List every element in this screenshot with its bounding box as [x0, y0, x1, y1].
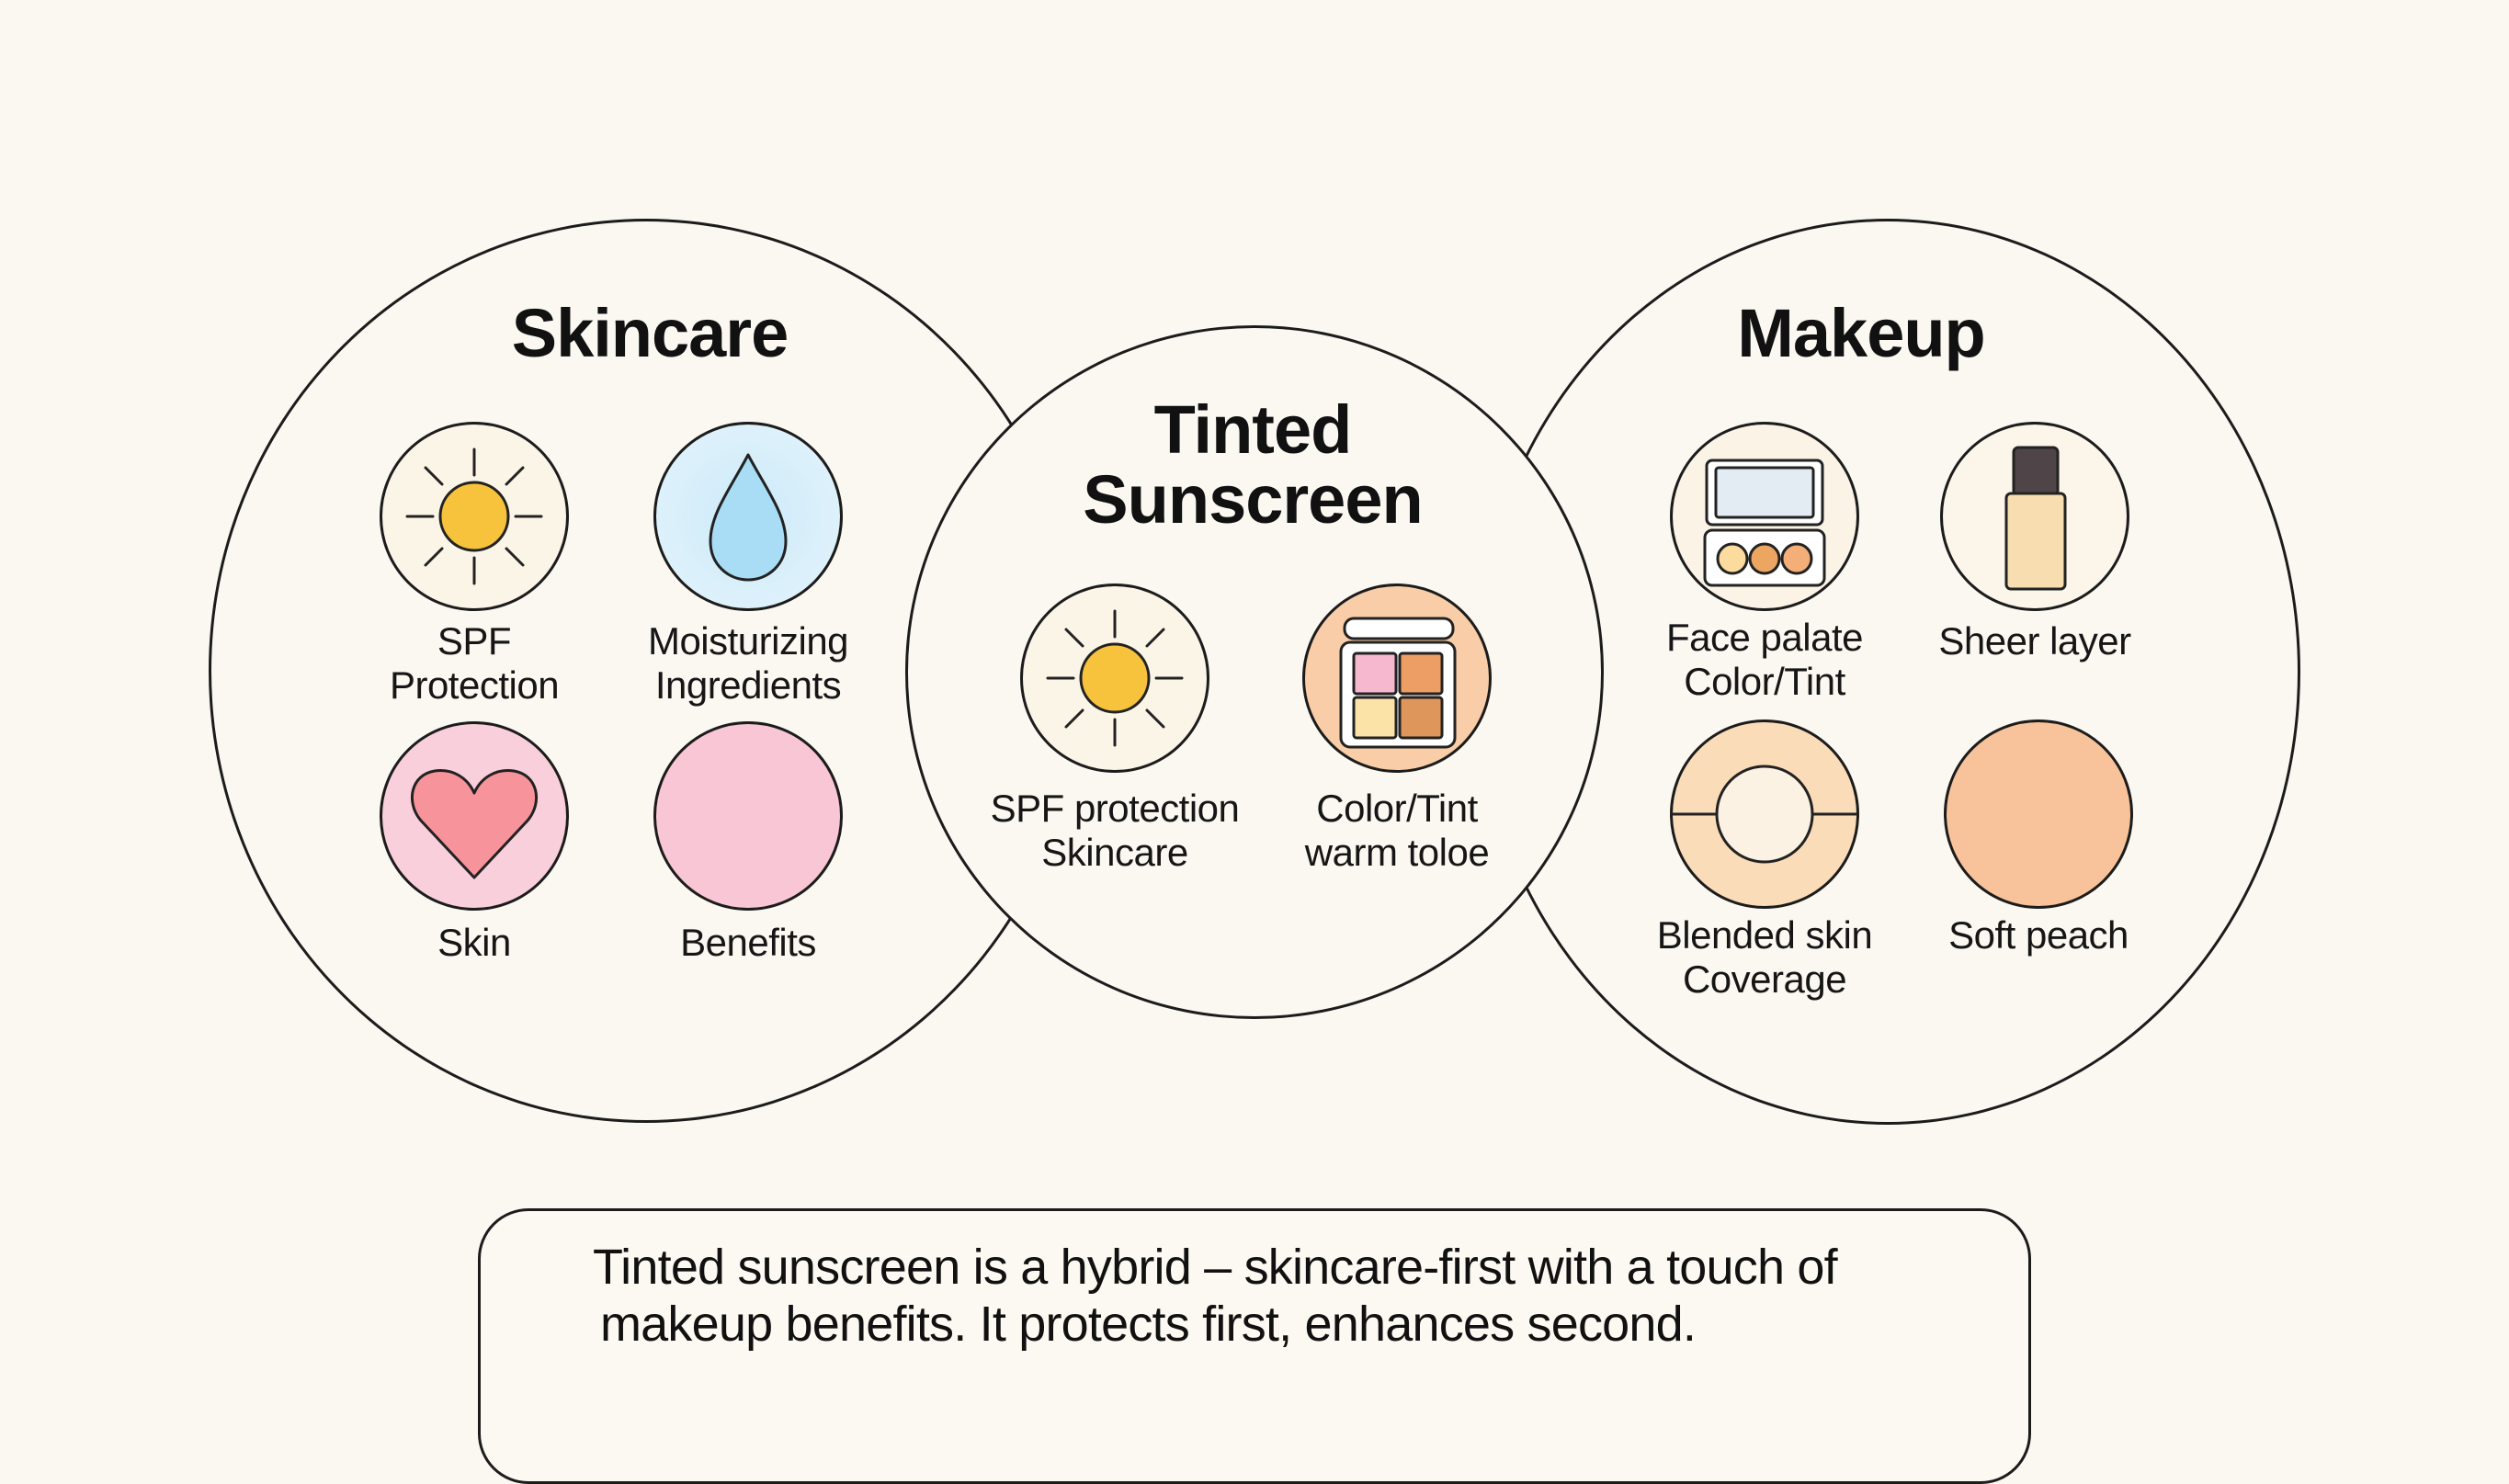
water-drop-icon	[709, 453, 788, 582]
label-line: Skincare	[1041, 831, 1188, 874]
heart-icon	[410, 769, 539, 879]
spf-protection-label: SPF Protection	[389, 619, 560, 708]
tinted-sunscreen-title: Tinted Sunscreen	[1083, 391, 1423, 538]
label-line: warm toloe	[1304, 831, 1490, 874]
skincare-title: Skincare	[511, 295, 789, 371]
tinted-sunscreen-title-line-1: Tinted	[1153, 391, 1353, 468]
label-line: Color/Tint	[1684, 660, 1845, 703]
center-spf-badge	[1020, 583, 1209, 773]
face-palette-badge	[1670, 422, 1859, 611]
blended-ring-icon	[1670, 765, 1859, 864]
label-line: Moisturizing	[647, 619, 849, 663]
tinted-sunscreen-title-line-2: Sunscreen	[1083, 461, 1423, 538]
venn-diagram: Skincare Makeup Tinted Sunscreen SPF Pro…	[209, 219, 2300, 1484]
soft-peach-badge	[1944, 719, 2133, 909]
sheer-layer-badge	[1940, 422, 2129, 611]
sheer-layer-label: Sheer layer	[1938, 619, 2131, 663]
summary-text: Tinted sunscreen is a hybrid – skincare-…	[593, 1239, 1971, 1353]
makeup-circle	[1475, 219, 2300, 1125]
label-line: Color/Tint	[1316, 787, 1478, 830]
blended-skin-badge	[1670, 719, 1859, 909]
label-line: Benefits	[680, 921, 816, 964]
blended-skin-label: Blended skin Coverage	[1657, 913, 1873, 1002]
label-line: Skin	[437, 921, 511, 964]
center-tint-badge	[1302, 583, 1492, 773]
label-line: Ingredients	[654, 663, 842, 707]
label-line: SPF	[437, 619, 512, 663]
sun-icon	[405, 447, 543, 585]
skin-label: Skin	[437, 921, 511, 965]
label-line: Sheer layer	[1938, 619, 2131, 663]
moisturizing-label: Moisturizing Ingredients	[647, 619, 849, 708]
summary-line-2: makeup benefits. It protects first, enha…	[600, 1297, 1697, 1352]
summary-line-1: Tinted sunscreen is a hybrid – skincare-…	[593, 1240, 1838, 1295]
benefits-badge	[653, 721, 843, 911]
label-line: Blended skin	[1656, 913, 1873, 957]
compact-palette-icon	[1703, 459, 1826, 587]
skin-badge	[380, 721, 569, 911]
label-line: Soft peach	[1948, 913, 2129, 957]
foundation-bottle-icon	[2004, 446, 2067, 591]
summary-callout: Tinted sunscreen is a hybrid – skincare-…	[478, 1208, 2031, 1484]
moisturizing-badge	[653, 422, 843, 611]
label-line: SPF protection	[990, 787, 1240, 830]
benefits-label: Benefits	[680, 921, 816, 965]
label-line: Protection	[389, 663, 560, 707]
sun-icon	[1046, 609, 1184, 747]
soft-peach-label: Soft peach	[1948, 913, 2129, 957]
label-line: Coverage	[1682, 957, 1847, 1001]
eyeshadow-palette-icon	[1339, 617, 1457, 749]
face-palette-label: Face palate Color/Tint	[1666, 616, 1863, 704]
center-tint-label: Color/Tint warm toloe	[1304, 787, 1490, 875]
spf-protection-badge	[380, 422, 569, 611]
center-spf-label: SPF protection Skincare	[991, 787, 1240, 875]
makeup-title: Makeup	[1737, 295, 1986, 371]
label-line: Face palate	[1666, 616, 1863, 659]
